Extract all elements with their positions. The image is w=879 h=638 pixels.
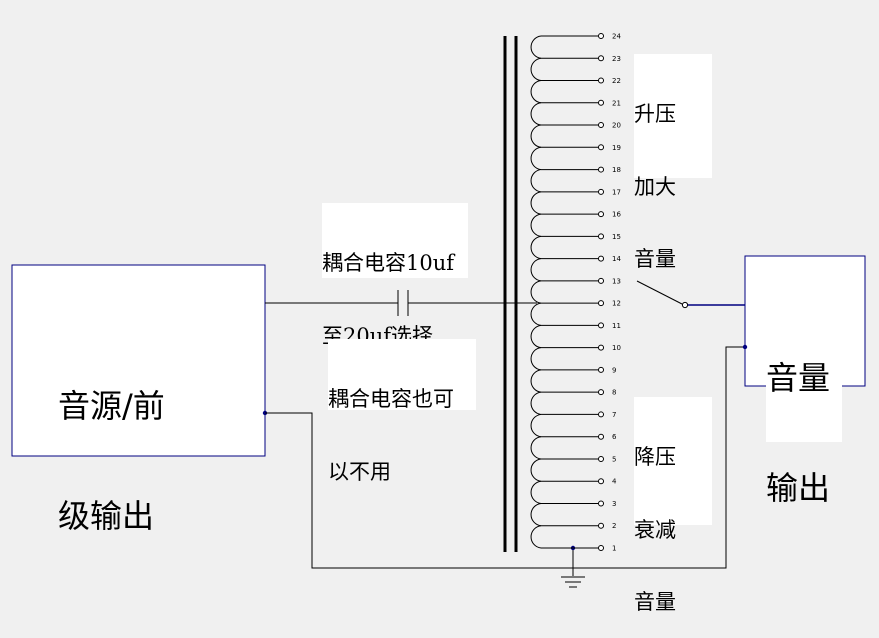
coil-winding [530, 35, 542, 549]
coil-loop [530, 169, 542, 193]
output-ground-node [742, 344, 748, 350]
coil-loop [530, 436, 542, 460]
tap-number: 17 [612, 188, 621, 196]
coil-loop [530, 191, 542, 215]
tap-number: 14 [612, 255, 621, 263]
output-box-line1: 音量 [766, 358, 831, 397]
coil-loop [530, 369, 542, 393]
coil-loop [530, 80, 542, 104]
coil-loop [530, 458, 542, 482]
tap-number: 2 [612, 522, 616, 530]
tap-number: 5 [612, 455, 616, 463]
tap-number: 9 [612, 366, 616, 374]
tap-pin[interactable] [598, 344, 604, 351]
tap-pin[interactable] [598, 455, 604, 462]
cut-note: 降压 衰减 音量 [634, 397, 712, 614]
coil-loop [530, 525, 542, 549]
capacitor-note-bottom-line1: 耦合电容也可 [328, 387, 454, 412]
boost-note-line3: 音量 [634, 247, 676, 272]
tap-pin[interactable] [598, 366, 604, 373]
tap-pin[interactable] [598, 478, 604, 485]
tap-number: 1 [612, 545, 616, 553]
selector-switch-contact[interactable] [681, 301, 689, 309]
tap-pin[interactable] [598, 33, 604, 39]
tap-pin[interactable] [598, 411, 604, 418]
tap-number: 11 [612, 322, 621, 330]
tap-pin[interactable] [598, 77, 604, 84]
tap-number: 7 [612, 411, 616, 419]
tap-pin[interactable] [598, 99, 604, 106]
tap-number: 10 [612, 344, 621, 352]
tap-pin[interactable] [598, 188, 604, 195]
coil-loop [530, 146, 542, 171]
tap-number: 21 [612, 99, 621, 107]
output-box-label: 音量 输出 [766, 286, 842, 506]
tap-number: 4 [612, 478, 617, 486]
source-box-label: 音源/前 级输出 [58, 314, 220, 534]
coil-loop [530, 213, 542, 237]
coil-loop [530, 347, 542, 371]
capacitor-note-top-line1: 耦合电容10uf [322, 251, 455, 276]
tap-pin[interactable] [598, 389, 604, 396]
tap-number: 19 [612, 144, 621, 152]
coil-loop [530, 391, 542, 415]
tap-pin[interactable] [598, 522, 604, 529]
tap-pin[interactable] [598, 122, 604, 129]
coil-loop [530, 324, 542, 349]
cut-note-line3: 音量 [634, 590, 676, 615]
boost-note-line1: 升压 [634, 102, 676, 127]
coil-loop [530, 258, 542, 282]
capacitor-note-top: 耦合电容10uf 至20uf选择 [322, 203, 468, 348]
tap-pin[interactable] [598, 500, 604, 507]
selector-switch-blade [636, 280, 683, 305]
tap-number: 8 [612, 389, 616, 397]
coil-loop [530, 502, 542, 527]
coil-loop [530, 480, 542, 504]
tap-number: 16 [612, 211, 621, 219]
tap-pin[interactable] [598, 300, 604, 307]
tap-pin[interactable] [598, 322, 604, 329]
tap-number: 23 [612, 55, 621, 63]
tap-number: 12 [612, 300, 621, 308]
tap-pin[interactable] [598, 233, 604, 240]
coil-loop [530, 235, 542, 260]
tap-number: 18 [612, 166, 621, 174]
coil-loop [530, 102, 542, 126]
tap-pin[interactable] [598, 277, 604, 284]
tap-number: 3 [612, 500, 616, 508]
tap-pin[interactable] [598, 55, 604, 62]
cut-note-line2: 衰减 [634, 517, 676, 542]
cut-note-line1: 降压 [634, 445, 676, 470]
coil-loop [530, 124, 542, 148]
ground-return-wire [265, 346, 745, 569]
tap-pin[interactable] [598, 211, 604, 218]
output-box-line2: 输出 [766, 468, 831, 507]
tap-number: 15 [612, 233, 621, 241]
tap-pin[interactable] [598, 144, 604, 151]
coil-loop [530, 35, 542, 59]
boost-note-line2: 加大 [634, 174, 676, 199]
coil-loop [530, 57, 542, 82]
source-box-line2: 级输出 [58, 496, 155, 535]
tap-pin[interactable] [598, 433, 604, 440]
tap-pin[interactable] [598, 255, 604, 262]
capacitor-note-bottom: 耦合电容也可 以不用 [328, 339, 476, 484]
tap-number: 20 [612, 122, 621, 130]
capacitor-note-bottom-line2: 以不用 [328, 459, 391, 484]
coil-loop [530, 302, 542, 326]
tap-number: 22 [612, 77, 621, 85]
coil-loop [530, 280, 542, 304]
tap-number: 6 [612, 433, 617, 441]
source-box-line1: 音源/前 [58, 386, 165, 425]
tap-pin[interactable] [598, 545, 604, 551]
coil-loop [530, 413, 542, 438]
tap-number: 13 [612, 277, 621, 285]
tap-number: 24 [612, 33, 621, 41]
boost-note: 升压 加大 音量 [634, 54, 712, 271]
tap-pin[interactable] [598, 166, 604, 173]
